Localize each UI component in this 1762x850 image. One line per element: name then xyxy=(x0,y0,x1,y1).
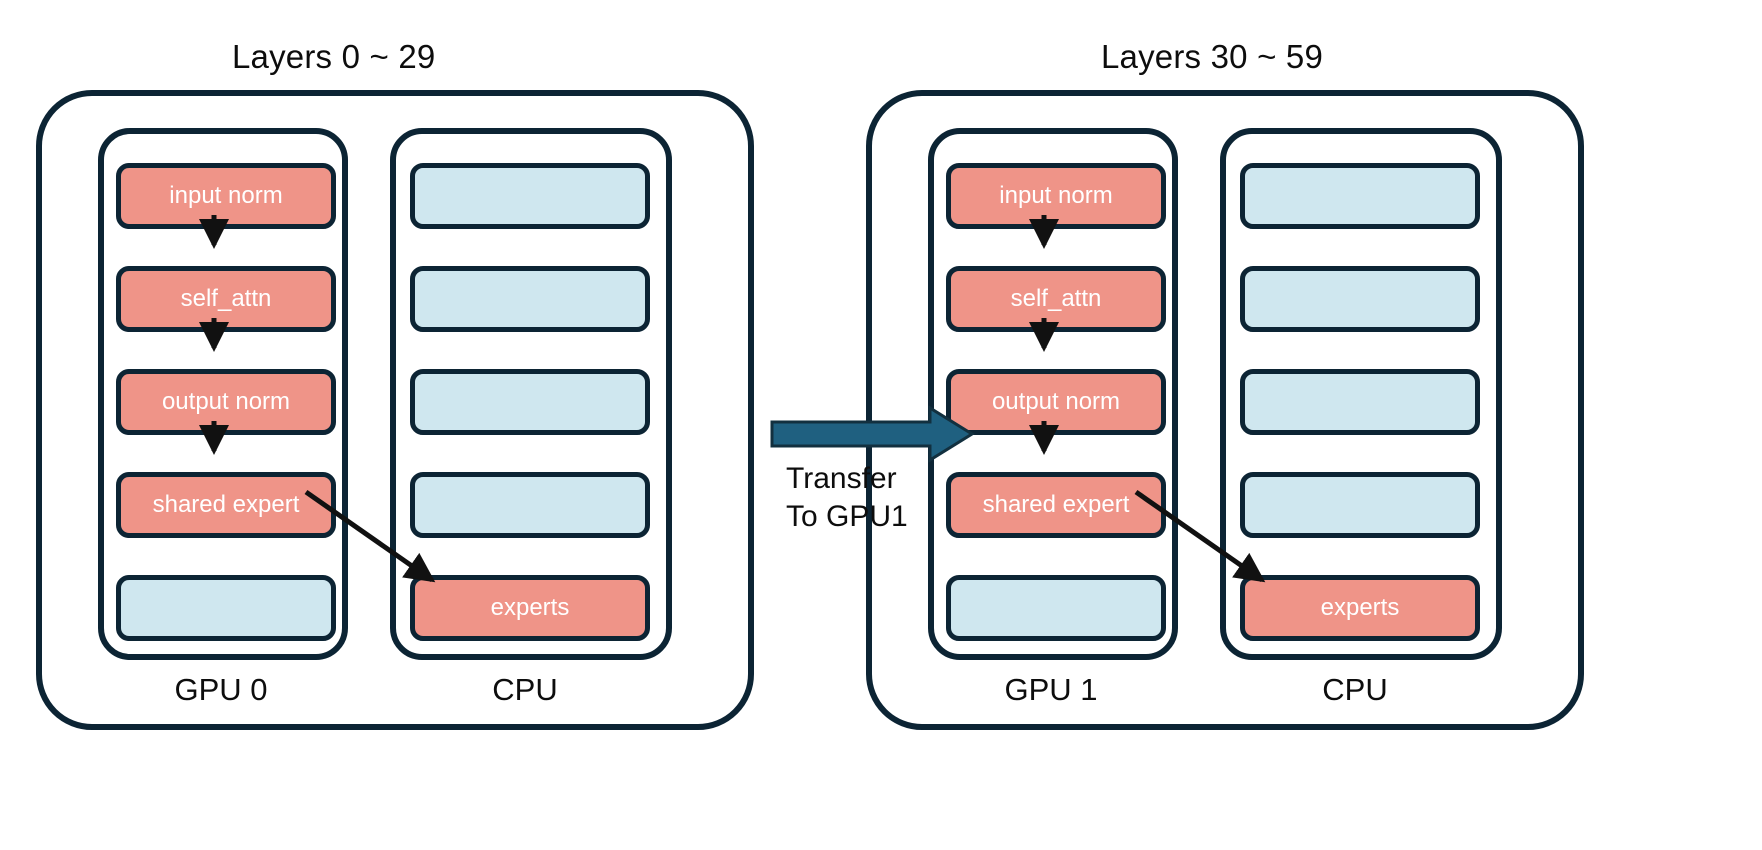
cpu0-block-2[interactable] xyxy=(410,266,650,332)
cpu1-block-4[interactable] xyxy=(1240,472,1480,538)
gpu0-block-self-attn[interactable]: self_attn xyxy=(116,266,336,332)
gpu1-block-self-attn[interactable]: self_attn xyxy=(946,266,1166,332)
block-label: experts xyxy=(1320,594,1400,621)
cpu0-label: CPU xyxy=(492,672,558,707)
transfer-arrow-label: Transfer To GPU1 xyxy=(786,462,908,534)
cpu0-block-3[interactable] xyxy=(410,369,650,435)
gpu0-label: GPU 0 xyxy=(174,672,268,707)
cpu1-block-2[interactable] xyxy=(1240,266,1480,332)
block-label: shared expert xyxy=(982,491,1130,518)
gpu1-label: GPU 1 xyxy=(1004,672,1098,707)
cpu0-block-1[interactable] xyxy=(410,163,650,229)
gpu0-block-input-norm[interactable]: input norm xyxy=(116,163,336,229)
cpu1-block-3[interactable] xyxy=(1240,369,1480,435)
block-label: input norm xyxy=(169,182,283,209)
cpu0-column: experts xyxy=(390,128,672,660)
gpu0-block-empty[interactable] xyxy=(116,575,336,641)
block-label: input norm xyxy=(999,182,1113,209)
block-label: output norm xyxy=(991,388,1121,415)
gpu1-block-shared-expert[interactable]: shared expert xyxy=(946,472,1166,538)
block-label: experts xyxy=(490,594,570,621)
block-label: shared expert xyxy=(152,491,300,518)
right-device-card: input norm self_attn output norm shared … xyxy=(866,90,1584,730)
gpu0-block-output-norm[interactable]: output norm xyxy=(116,369,336,435)
block-label: self_attn xyxy=(180,285,272,312)
gpu1-column: input norm self_attn output norm shared … xyxy=(928,128,1178,660)
left-device-card: input norm self_attn output norm shared … xyxy=(36,90,754,730)
block-label: output norm xyxy=(161,388,291,415)
right-group-title: Layers 30 ~ 59 xyxy=(1101,38,1324,75)
cpu1-column: experts xyxy=(1220,128,1502,660)
cpu1-block-1[interactable] xyxy=(1240,163,1480,229)
cpu0-block-4[interactable] xyxy=(410,472,650,538)
left-group-title: Layers 0 ~ 29 xyxy=(232,38,436,75)
cpu0-block-experts[interactable]: experts xyxy=(410,575,650,641)
cpu1-label: CPU xyxy=(1322,672,1388,707)
cpu1-block-experts[interactable]: experts xyxy=(1240,575,1480,641)
gpu1-block-output-norm[interactable]: output norm xyxy=(946,369,1166,435)
gpu0-column: input norm self_attn output norm shared … xyxy=(98,128,348,660)
gpu0-block-shared-expert[interactable]: shared expert xyxy=(116,472,336,538)
gpu1-block-empty[interactable] xyxy=(946,575,1166,641)
gpu1-block-input-norm[interactable]: input norm xyxy=(946,163,1166,229)
block-label: self_attn xyxy=(1010,285,1102,312)
